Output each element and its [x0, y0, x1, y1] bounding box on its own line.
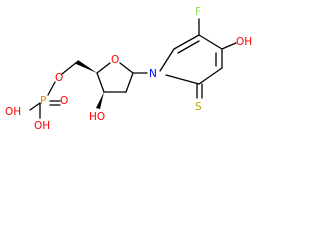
bond-o-p: [47, 81, 56, 96]
wedge-c3-oh: [96, 92, 104, 109]
atom-o-ester: O: [55, 72, 63, 84]
bond-o-c4: [96, 62, 111, 74]
bond-c2-n1: [165, 74, 200, 85]
atom-n: N: [149, 68, 157, 80]
pyrimidine-ring: [159, 34, 223, 85]
atom-p: P: [40, 95, 46, 107]
atom-o-ring: O: [111, 54, 119, 66]
atom-oh-base: OH: [236, 36, 252, 48]
bond-c4-oh: [221, 42, 237, 50]
bond-n-c6: [159, 48, 175, 72]
bond-c4-c3: [96, 72, 105, 93]
atom-s: S: [195, 101, 202, 113]
atom-ho-sugar: HO: [89, 111, 105, 123]
wedge-c4-c5prime: [76, 60, 97, 73]
bond-c5prime-o: [61, 61, 78, 75]
bond-n3-c2: [198, 67, 223, 85]
atom-f: F: [195, 6, 201, 18]
bond-c6-c5-double: [177, 40, 200, 54]
bond-c1-o: [119, 62, 134, 74]
sugar-ring: [96, 62, 148, 93]
bond-c2-c1: [125, 72, 134, 93]
atom-o-double: O: [60, 95, 68, 107]
bond-c6-c5: [173, 34, 200, 50]
atom-oh-p2: OH: [34, 120, 50, 132]
bond-p-oh1: [29, 102, 41, 111]
molecule-diagram: F OH N S O HO O P OH OH O: [0, 0, 257, 149]
bond-c5-c4: [198, 34, 223, 50]
atom-oh-p1: OH: [5, 106, 21, 118]
structure-svg: F OH N S O HO O P OH OH O: [5, 6, 252, 132]
